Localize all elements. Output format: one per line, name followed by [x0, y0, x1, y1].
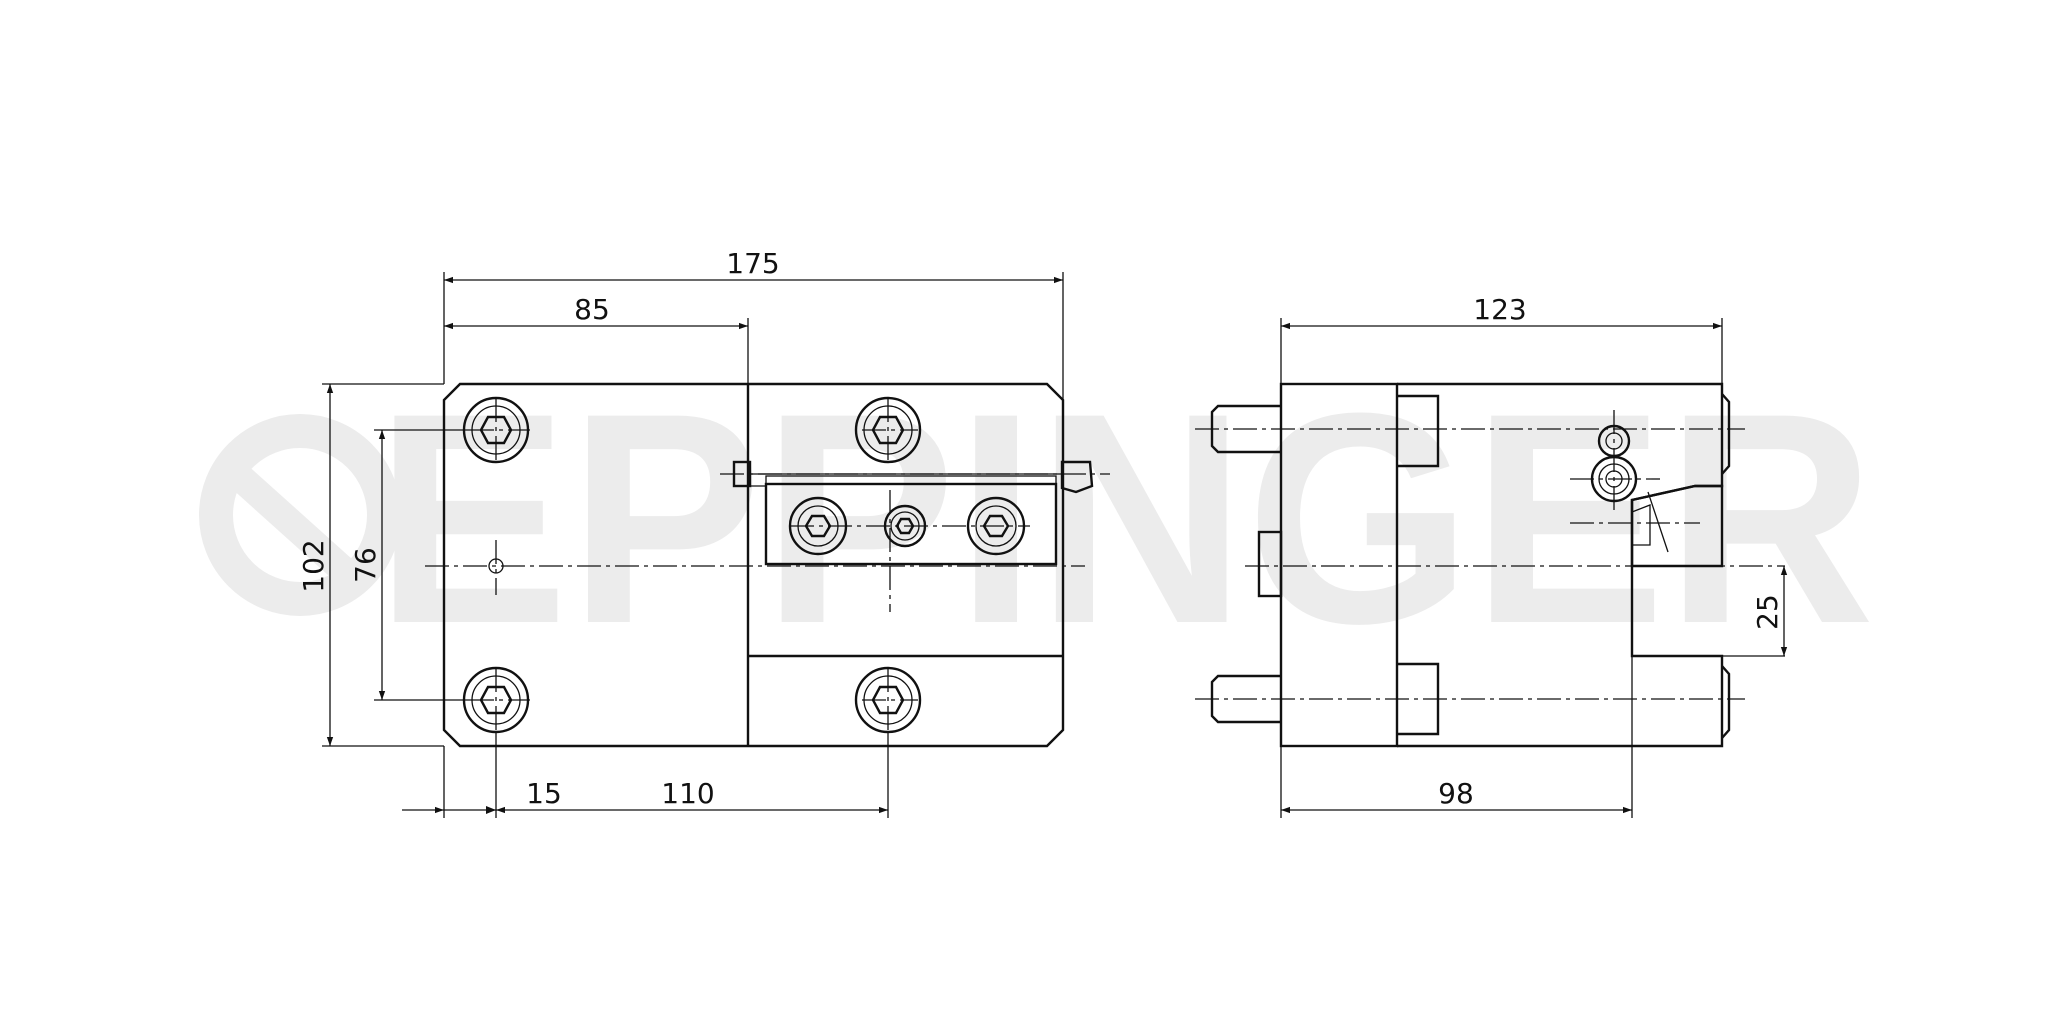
dim-label-25: 25 — [1751, 594, 1784, 630]
side-boss-top — [1397, 394, 1440, 468]
watermark-text: EPPINGER — [375, 350, 1875, 686]
clamping-bar-inner — [765, 475, 1057, 485]
side-key — [1257, 530, 1283, 598]
dim-label-15: 15 — [526, 777, 562, 810]
side-view — [1195, 382, 1785, 748]
bar-pin-right — [1060, 460, 1094, 494]
logo-wave-icon — [222, 459, 370, 596]
dim-label-76: 76 — [349, 547, 382, 583]
dim-label-98: 98 — [1438, 777, 1474, 810]
watermark-logo: EPPINGER — [199, 350, 1875, 686]
dim-label-175: 175 — [726, 247, 779, 280]
dim-label-85: 85 — [574, 293, 610, 326]
dim-label-123: 123 — [1473, 293, 1526, 326]
dim-label-110: 110 — [661, 777, 714, 810]
dim-label-102: 102 — [297, 539, 330, 592]
front-body-outline — [442, 382, 1065, 748]
dimensions: 175 85 102 76 15 110 123 9 — [297, 247, 1788, 818]
side-wedge — [1630, 484, 1724, 568]
